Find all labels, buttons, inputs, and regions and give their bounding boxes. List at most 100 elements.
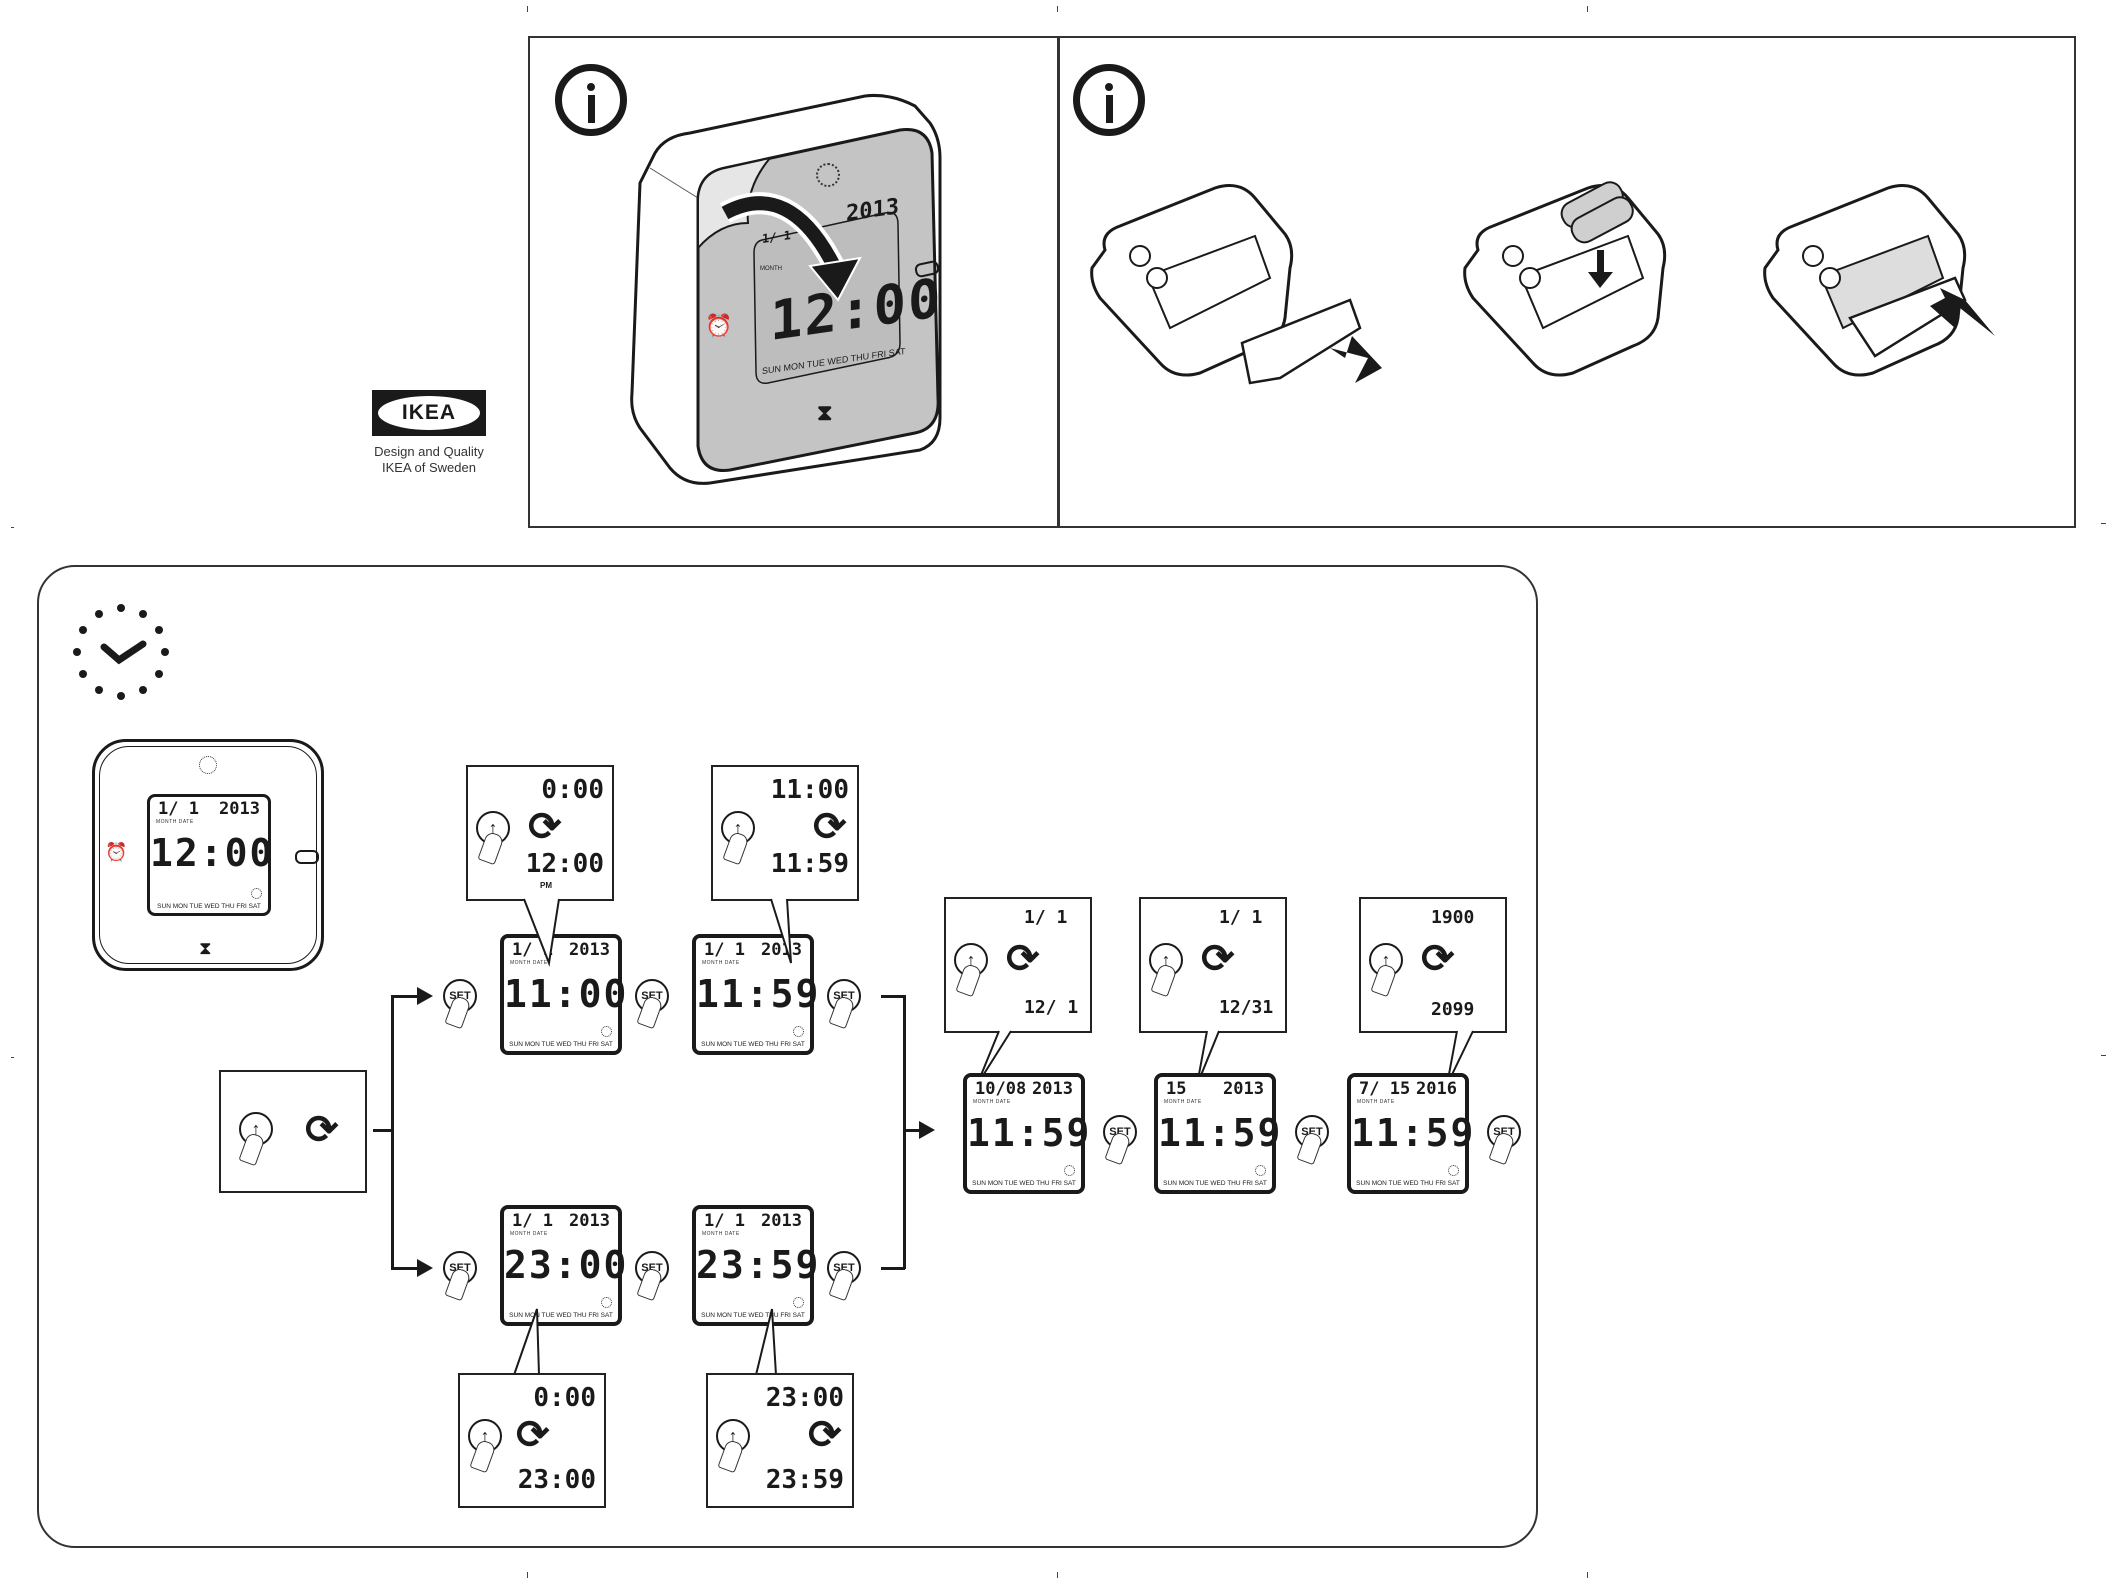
lcd-time: 11:00 [504, 972, 629, 1016]
tagline-line-1: Design and Quality [374, 444, 484, 459]
callout-range-end: 2099 [1431, 999, 1475, 1020]
lcd-time: 11:59 [967, 1111, 1092, 1155]
lcd-days: SUN MON TUE WED THU FRI SAT [157, 903, 261, 910]
callout-12h-minute: ↑ ⟳ 11:00 11:59 [711, 765, 859, 901]
arrow-right-icon [417, 1259, 433, 1277]
lcd-year: 2013 [1032, 1079, 1073, 1099]
clock-icon [251, 888, 262, 899]
panel-time-setting: ⏰ ⧗ 1/ 1 2013 MONTH DATE 12:00 SUN MON T… [37, 565, 1538, 1548]
clock-icon [601, 1026, 612, 1037]
lcd-days: SUN MON TUE WED THU FRI SAT [972, 1180, 1076, 1187]
cycle-icon: ⟳ [516, 1413, 550, 1457]
lcd-month: 10/08 2013 MONTH DATE 11:59 SUN MON TUE … [963, 1073, 1092, 1194]
callout-range-end: 12/ 1 [1024, 997, 1079, 1018]
callout-pointer [755, 1308, 777, 1376]
connector [903, 1129, 923, 1132]
start-box: ↑ ⟳ [219, 1070, 367, 1193]
connector [391, 995, 421, 998]
lcd-year: 2013 [569, 1211, 610, 1231]
lcd-date: 1/ 1 [704, 940, 745, 960]
thermometer-icon [295, 850, 319, 864]
callout-range-end: 23:00 [517, 1465, 596, 1495]
callout-day: ↑ ⟳ 1/ 1 12/31 [1139, 897, 1287, 1033]
clock-icon [199, 756, 217, 774]
cycle-icon: ⟳ [808, 1413, 842, 1457]
clock-illustration [630, 94, 942, 485]
clock-icon [601, 1297, 612, 1308]
info-icon [1073, 64, 1145, 136]
clock-month-label: MONTH [760, 266, 782, 272]
callout-range-end: 12:00 [525, 849, 604, 879]
callout-range-end: 11:59 [770, 849, 849, 879]
cycle-icon: ⟳ [1006, 937, 1040, 981]
clock-icon [1064, 1165, 1075, 1176]
lcd-days: SUN MON TUE WED THU FRI SAT [509, 1312, 613, 1319]
hourglass-icon: ⧗ [817, 400, 833, 425]
battery-steps-illustration [1090, 181, 1995, 385]
connector [881, 995, 905, 998]
crop-mark [1057, 6, 1058, 12]
callout-24h-minute: ↑ ⟳ 23:00 23:59 [706, 1373, 854, 1508]
lcd-year: 2013 [219, 799, 260, 819]
lcd-labels: MONTH DATE [1164, 1099, 1202, 1105]
lcd-time: 23:59 [696, 1243, 821, 1287]
overview-clock: ⏰ ⧗ 1/ 1 2013 MONTH DATE 12:00 SUN MON T… [92, 739, 324, 971]
crop-mark [1587, 6, 1588, 12]
cycle-icon: ⟳ [305, 1108, 339, 1152]
clock-icon [793, 1297, 804, 1308]
lcd-labels: MONTH DATE [156, 819, 194, 825]
connector [391, 995, 394, 1269]
pm-indicator: PM [540, 881, 552, 890]
callout-24h-hour: ↑ ⟳ 0:00 23:00 [458, 1373, 606, 1508]
lcd-time: 11:59 [696, 972, 821, 1016]
lcd-year: 2013 [1223, 1079, 1264, 1099]
overview-lcd: 1/ 1 2013 MONTH DATE 12:00 SUN MON TUE W… [147, 794, 275, 916]
crop-mark [2101, 523, 2106, 524]
crop-mark [527, 6, 528, 12]
cycle-icon: ⟳ [1421, 937, 1455, 981]
lcd-date: 1/ 1 [158, 799, 199, 819]
tagline-line-2: IKEA of Sweden [382, 460, 476, 475]
lcd-days: SUN MON TUE WED THU FRI SAT [509, 1041, 613, 1048]
lcd-24h-hour: 1/ 1 2013 MONTH DATE 23:00 SUN MON TUE W… [500, 1205, 626, 1326]
crop-mark [2101, 1055, 2106, 1056]
lcd-time: 12:00 [150, 831, 275, 875]
lcd-days: SUN MON TUE WED THU FRI SAT [701, 1041, 805, 1048]
lcd-labels: MONTH DATE [1357, 1099, 1395, 1105]
lcd-labels: MONTH DATE [702, 960, 740, 966]
callout-pointer [523, 898, 560, 967]
lcd-year: 2013 [761, 1211, 802, 1231]
device-cover-replaced [1763, 184, 1995, 377]
lcd-date: 7/ 15 [1359, 1079, 1411, 1099]
callout-pointer [770, 898, 792, 964]
lcd-date: 1/ 1 [704, 1211, 745, 1231]
up-button[interactable]: ↑ [721, 811, 755, 845]
lcd-year: 2016 [1416, 1079, 1457, 1099]
up-button[interactable]: ↑ [239, 1112, 273, 1146]
lcd-labels: MONTH DATE [702, 1231, 740, 1237]
cycle-icon: ⟳ [813, 805, 847, 849]
arrow-right-icon [919, 1121, 935, 1139]
clock-icon [1448, 1165, 1459, 1176]
connector [881, 1267, 905, 1270]
clock-icon [73, 604, 169, 700]
lcd-12h-minute: 1/ 1 2013 MONTH DATE 11:59 SUN MON TUE W… [692, 934, 821, 1055]
info-icon [555, 64, 627, 136]
crop-mark [1587, 1572, 1588, 1578]
callout-range-start: 1900 [1431, 907, 1475, 928]
logo-tagline: Design and Quality IKEA of Sweden [352, 444, 506, 476]
panel-batteries [1058, 36, 2076, 528]
lcd-days: SUN MON TUE WED THU FRI SAT [701, 1312, 805, 1319]
callout-range-start: 1/ 1 [1219, 907, 1263, 928]
callout-pointer [513, 1308, 540, 1376]
callout-range-start: 1/ 1 [1024, 907, 1068, 928]
callout-range-end: 12/31 [1219, 997, 1274, 1018]
clock-icon [1255, 1165, 1266, 1176]
clock-icon [816, 163, 840, 187]
alarm-icon: ⏰ [705, 313, 733, 338]
crop-mark [11, 527, 14, 528]
callout-year: ↑ ⟳ 1900 2099 [1359, 897, 1507, 1033]
crop-mark [11, 1057, 14, 1058]
lcd-labels: MONTH DATE [973, 1099, 1011, 1105]
device-cover-removed [1090, 184, 1382, 385]
